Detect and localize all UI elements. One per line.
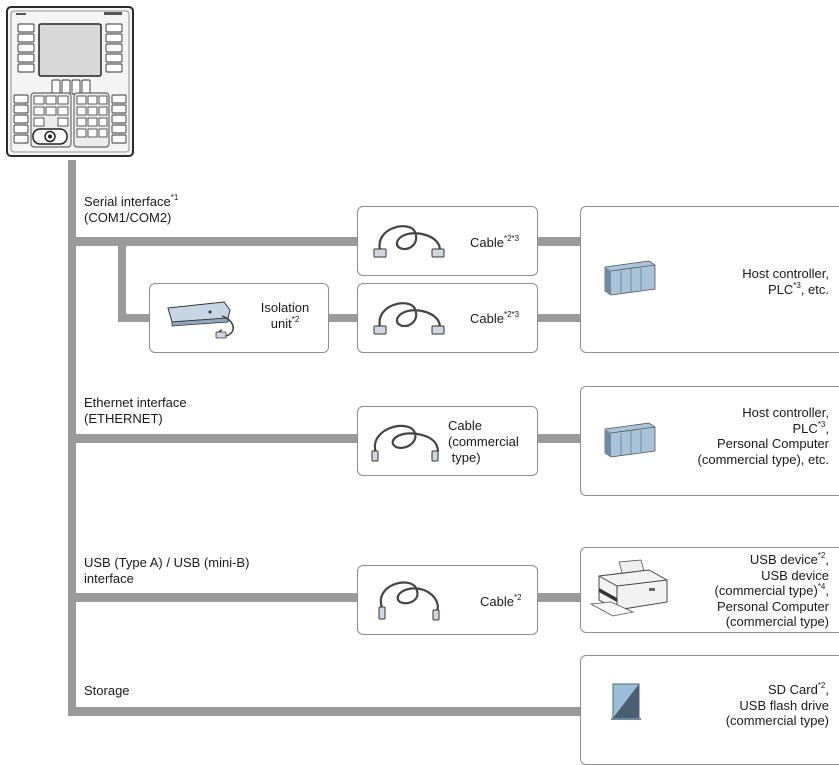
serial-cable-box-top: Cable*2*3	[357, 206, 538, 276]
sd-card-icon	[611, 683, 641, 720]
ethernet-host-controller-text: Host controller, PLC*3, Personal Compute…	[697, 405, 829, 467]
plc-icon	[604, 422, 656, 458]
usb-line	[68, 593, 358, 602]
serial-branch-horizontal	[118, 314, 150, 322]
serial-cable-box-bottom: Cable*2*3	[357, 283, 538, 353]
serial-host-controller-box: Host controller, PLC*3, etc.	[580, 206, 839, 353]
printer-icon	[589, 559, 668, 617]
hmi-terminal-device	[6, 6, 134, 157]
isolation-unit-box: Isolation unit*2	[149, 283, 329, 353]
ethernet-line	[68, 434, 358, 443]
usb-line-right	[537, 593, 581, 602]
serial-cable-icon	[373, 302, 445, 335]
storage-device-text: SD Card*2, USB flash drive (commercial t…	[725, 681, 829, 729]
serial-top-line	[68, 237, 358, 246]
storage-line	[68, 707, 581, 716]
serial-top-line-right	[537, 237, 581, 246]
serial-interface-label: Serial interface*1 (COM1/COM2)	[84, 193, 179, 226]
hmi-terminal-icon	[6, 6, 134, 157]
ethernet-cable-box: Cable (commercial type)	[357, 406, 538, 476]
serial-cable-icon	[373, 225, 445, 258]
usb-device-text: USB device*2, USB device (commercial typ…	[714, 551, 829, 630]
ethernet-line-right	[537, 434, 581, 443]
isolation-unit-icon	[167, 301, 234, 339]
ethernet-host-controller-box: Host controller, PLC*3, Personal Compute…	[580, 386, 839, 496]
serial-cable-bottom-label: Cable*2*3	[470, 310, 520, 327]
usb-cable-box: Cable*2	[357, 565, 538, 635]
usb-cable-icon	[378, 581, 440, 621]
serial-cable-top-label: Cable*2*3	[470, 234, 520, 251]
serial-bottom-line-right	[537, 314, 581, 322]
ethernet-cable-label: Cable (commercial type)	[448, 418, 519, 465]
ethernet-cable-icon	[371, 424, 439, 462]
storage-label: Storage	[84, 683, 130, 698]
isolation-to-cable-line	[328, 314, 358, 322]
usb-interface-label: USB (Type A) / USB (mini-B) interface	[84, 555, 250, 586]
isolation-unit-label: Isolation unit*2	[260, 300, 310, 331]
storage-device-box: SD Card*2, USB flash drive (commercial t…	[580, 655, 839, 765]
usb-cable-label: Cable*2	[480, 593, 522, 610]
serial-host-controller-text: Host controller, PLC*3, etc.	[742, 266, 829, 297]
plc-icon	[604, 260, 656, 296]
ethernet-interface-label: Ethernet interface (ETHERNET)	[84, 395, 187, 426]
usb-device-box: USB device*2, USB device (commercial typ…	[580, 547, 839, 633]
serial-branch-line	[118, 237, 126, 322]
